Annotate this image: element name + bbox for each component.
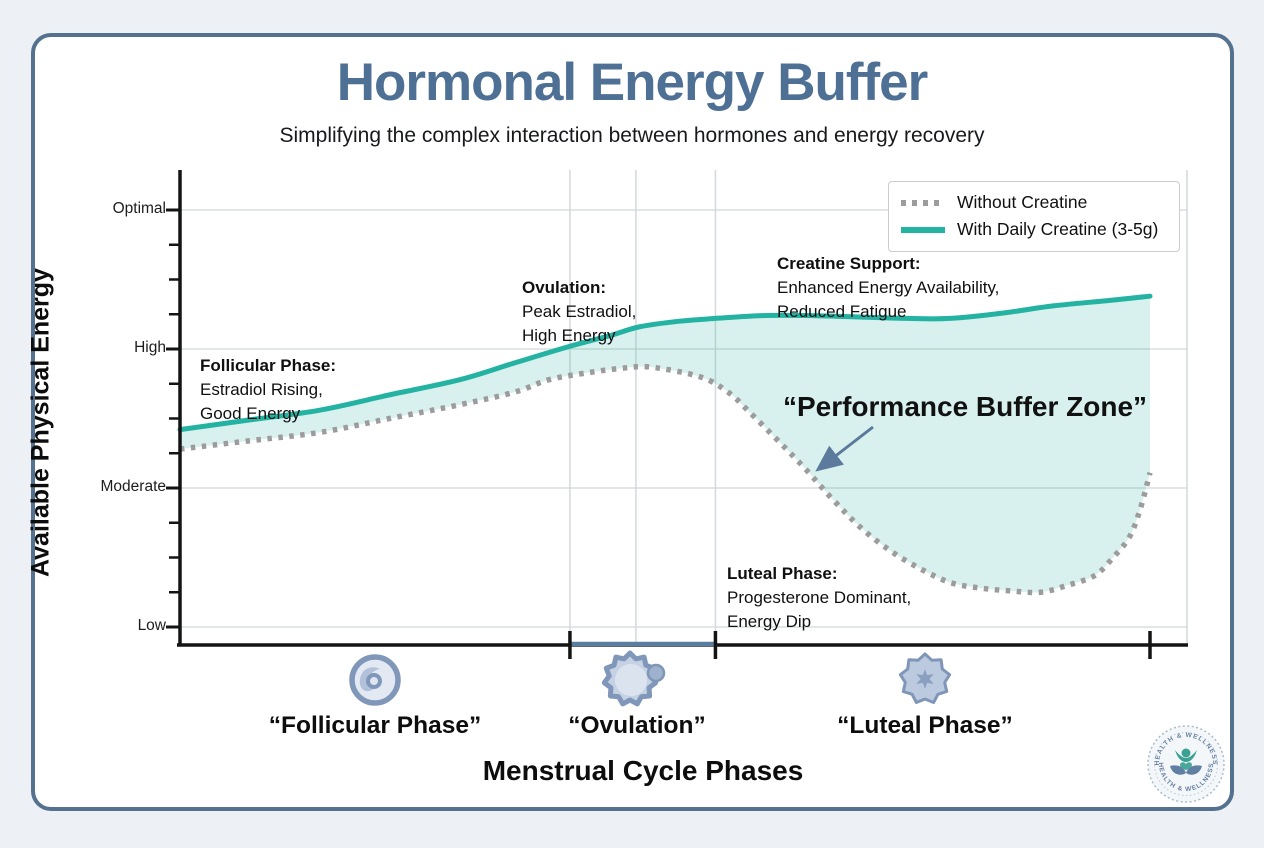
annotation-follicular-line2: Estradiol Rising, — [200, 380, 323, 399]
annotation-creatine-line2: Enhanced Energy Availability, — [777, 278, 1000, 297]
x-axis-title: Menstrual Cycle Phases — [482, 755, 804, 786]
dotted-line-swatch-icon — [901, 199, 945, 206]
health-wellness-logo: HEALTH & WELLNESS HEALTH & WELLNESS — [1147, 725, 1225, 803]
y-axis-title: Available Physical Energy — [26, 268, 55, 577]
y-tick-low: Low — [137, 617, 166, 634]
page-subtitle: Simplifying the complex interaction betw… — [279, 124, 985, 147]
follicle-icon — [349, 654, 401, 706]
chart-legend: Without Creatine With Daily Creatine (3-… — [888, 181, 1180, 252]
annotation-follicular-line3: Good Energy — [200, 404, 301, 423]
logo-figure-icon — [1170, 748, 1202, 775]
legend-item-with-creatine: With Daily Creatine (3-5g) — [901, 216, 1167, 243]
buffer-zone-label: “Performance Buffer Zone” — [782, 391, 1148, 422]
solid-line-swatch-icon — [901, 226, 945, 233]
annotation-creatine: Creatine Support: Enhanced Energy Availa… — [777, 252, 999, 324]
annotation-luteal-line3: Energy Dip — [727, 612, 812, 631]
page-title: Hormonal Energy Buffer — [336, 53, 929, 112]
annotation-ovulation: Ovulation: Peak Estradiol, High Energy — [522, 276, 636, 348]
legend-label: With Daily Creatine (3-5g) — [957, 219, 1159, 239]
annotation-ovulation-line3: High Energy — [522, 326, 616, 345]
annotation-luteal-line1: Luteal Phase: — [727, 564, 838, 583]
phase-label-ovulation: “Ovulation” — [568, 712, 706, 739]
legend-label: Without Creatine — [957, 192, 1088, 212]
legend-item-without-creatine: Without Creatine — [901, 189, 1167, 216]
annotation-ovulation-line2: Peak Estradiol, — [522, 302, 637, 321]
y-tick-high: High — [134, 339, 166, 356]
annotation-follicular-line1: Follicular Phase: — [200, 356, 337, 375]
annotation-creatine-line1: Creatine Support: — [777, 254, 921, 273]
corpus-luteum-icon — [898, 652, 952, 704]
annotation-follicular: Follicular Phase: Estradiol Rising, Good… — [200, 354, 336, 426]
ovulation-icon — [601, 650, 666, 707]
annotation-luteal: Luteal Phase: Progesterone Dominant, Ene… — [727, 562, 911, 634]
annotation-ovulation-line1: Ovulation: — [522, 278, 607, 297]
annotation-luteal-line2: Progesterone Dominant, — [727, 588, 912, 607]
phase-label-luteal: “Luteal Phase” — [837, 712, 1013, 739]
annotation-creatine-line3: Reduced Fatigue — [777, 302, 907, 321]
y-tick-moderate: Moderate — [100, 478, 166, 495]
phase-label-follicular: “Follicular Phase” — [268, 712, 482, 739]
y-tick-optimal: Optimal — [112, 200, 166, 217]
